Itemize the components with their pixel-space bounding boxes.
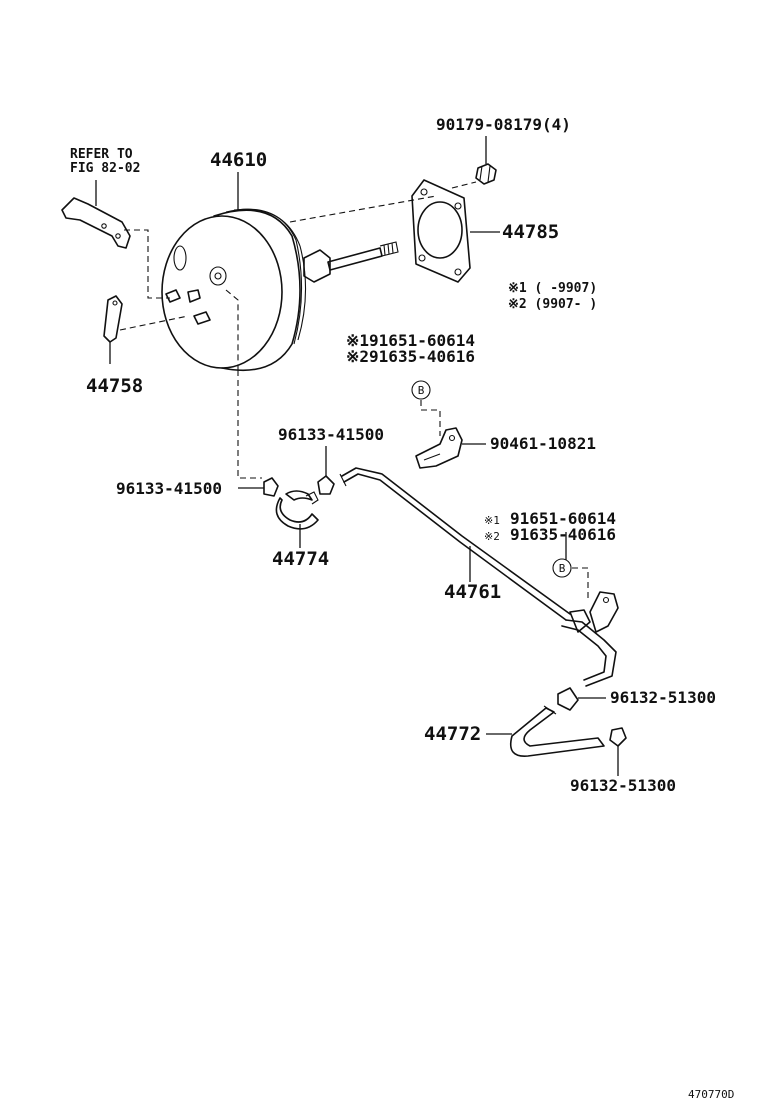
vacuum-tube [339,467,617,687]
clip-top [317,446,335,495]
label-gasket: 44785 [502,221,559,243]
label-bracket: 90461-10821 [490,434,596,453]
brake-booster [161,172,399,372]
large-hose [486,705,605,757]
clip-bottom [609,727,627,776]
figure-id: 470770D [688,1088,734,1101]
small-hose [275,490,319,548]
label-clamp-b2-mark: ※2 [484,530,500,543]
footnote-1: ※1 ( -9907) [508,281,597,296]
tube-bracket-lower [565,532,619,633]
refer-line-2: FIG 82-02 [70,161,140,176]
label-pin: 44758 [86,375,143,397]
label-clamp-b1: 91651-60614 [510,509,616,528]
clip-right [557,687,606,711]
reference-bracket [61,180,131,249]
footnote-2: ※2 (9907- ) [508,297,597,312]
label-clamp-b1-mark: ※1 [484,514,500,527]
marker-b-lower-text: B [559,562,566,575]
label-bolt: 90179-08179(4) [436,115,571,134]
gasket-part [411,179,500,283]
label-clip-left: 96133-41500 [116,479,222,498]
label-clip-top: 96133-41500 [278,425,384,444]
marker-b-upper-text: B [418,384,425,397]
label-clamp-a1: ※191651-60614 [346,331,475,350]
label-clamp-b2: 91635-40616 [510,525,616,544]
bolt-part [475,136,497,185]
pin-part [103,295,189,364]
label-hose-small: 44774 [272,548,329,570]
label-hose-large: 44772 [424,723,481,745]
refer-line-1: REFER TO [70,147,133,162]
label-clamp-a2: ※291635-40616 [346,347,475,366]
tube-bracket-upper [415,427,486,469]
label-clip-bottom: 96132-51300 [570,776,676,795]
marker-b-lower [552,558,589,600]
label-booster: 44610 [210,149,267,171]
label-clip-right: 96132-51300 [610,688,716,707]
clip-left [238,477,279,497]
label-tube: 44761 [444,581,501,603]
marker-b-upper [411,380,441,436]
